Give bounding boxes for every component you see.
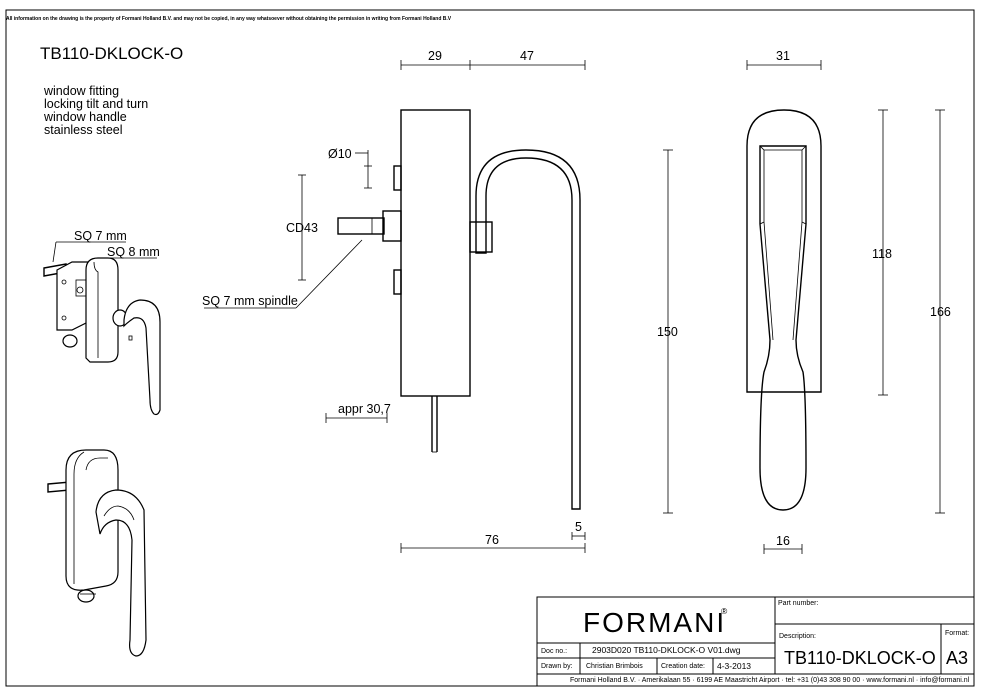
drawn-by-label: Drawn by: <box>541 663 573 670</box>
callout-sq7: SQ 7 mm <box>74 229 127 243</box>
drawing-border <box>5 9 975 687</box>
format-label: Format: <box>945 630 969 637</box>
dim-31: 31 <box>776 49 790 63</box>
callout-appr: appr 30,7 <box>338 402 391 416</box>
title-block: FORMANI ® Part number: Description: Form… <box>536 596 975 687</box>
format-value: A3 <box>946 648 968 668</box>
part-number-label: Part number: <box>778 600 819 607</box>
dim-47: 47 <box>520 49 534 63</box>
description-line: stainless steel <box>44 123 123 137</box>
product-title: TB110-DKLOCK-O <box>40 44 183 63</box>
isometric-view-lower <box>47 449 147 657</box>
doc-no-label: Doc no.: <box>541 648 567 655</box>
brand-logo: FORMANI <box>583 607 726 638</box>
isometric-view-upper: SQ 7 mm SQ 8 mm <box>43 229 161 416</box>
description-label: Description: <box>779 633 816 640</box>
description-line: window fitting <box>43 84 119 98</box>
copyright-notice: All information on the drawing is the pr… <box>6 16 452 22</box>
callout-cd43: CD43 <box>286 221 318 235</box>
side-view: 29 47 Ø10 CD43 SQ 7 mm spindle <box>202 49 678 553</box>
description-line: window handle <box>43 110 127 124</box>
dim-76: 76 <box>485 533 499 547</box>
doc-no-value: 2903D020 TB110-DKLOCK-O V01.dwg <box>592 645 741 655</box>
description-value: TB110-DKLOCK-O <box>784 648 936 668</box>
creation-date-label: Creation date: <box>661 663 705 670</box>
drawn-by-value: Christian Brimbois <box>586 663 643 670</box>
front-view: 31 118 166 16 <box>746 49 951 554</box>
brand-registered-mark: ® <box>721 606 728 616</box>
creation-date-value: 4-3-2013 <box>717 661 751 671</box>
product-description: window fitting locking tilt and turn win… <box>43 84 148 137</box>
callout-spindle: SQ 7 mm spindle <box>202 294 298 308</box>
company-footer: Formani Holland B.V. · Amerikalaan 55 · … <box>570 677 970 684</box>
callout-diameter: Ø10 <box>328 147 352 161</box>
dim-118: 118 <box>872 247 892 261</box>
dim-150: 150 <box>657 325 678 339</box>
dim-5: 5 <box>575 520 582 534</box>
dim-29: 29 <box>428 49 442 63</box>
dim-166: 166 <box>930 305 951 319</box>
dim-16: 16 <box>776 534 790 548</box>
description-line: locking tilt and turn <box>44 97 148 111</box>
callout-sq8: SQ 8 mm <box>107 245 160 259</box>
